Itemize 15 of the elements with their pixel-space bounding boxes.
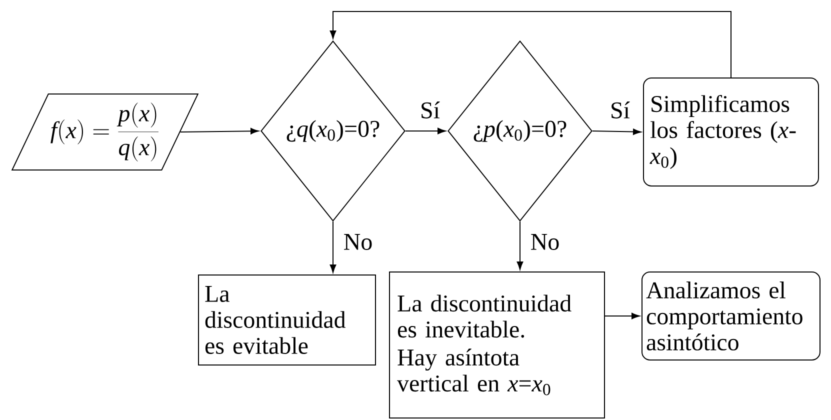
edge-label: Sí <box>419 100 441 120</box>
arrow <box>516 221 524 270</box>
arrow <box>180 128 259 134</box>
arrow <box>592 128 642 135</box>
edge-label: No <box>529 233 561 251</box>
edge-label: No <box>342 233 374 251</box>
arrow <box>330 221 336 273</box>
process-box: Simplificamos los factores (x-x$_{0}$) <box>643 78 819 186</box>
arrow <box>405 128 446 134</box>
arrow <box>604 312 640 320</box>
process-box: La discontinuidad es evitable <box>198 274 376 366</box>
process-box: Analizamos el comportamiento asintótico <box>642 272 820 360</box>
arrow <box>330 11 732 78</box>
edge-label: Sí <box>609 100 631 120</box>
process-box: La discontinuidad es inevitable. Hay asíntota vertical en x=x$_{0}$ <box>389 272 605 418</box>
